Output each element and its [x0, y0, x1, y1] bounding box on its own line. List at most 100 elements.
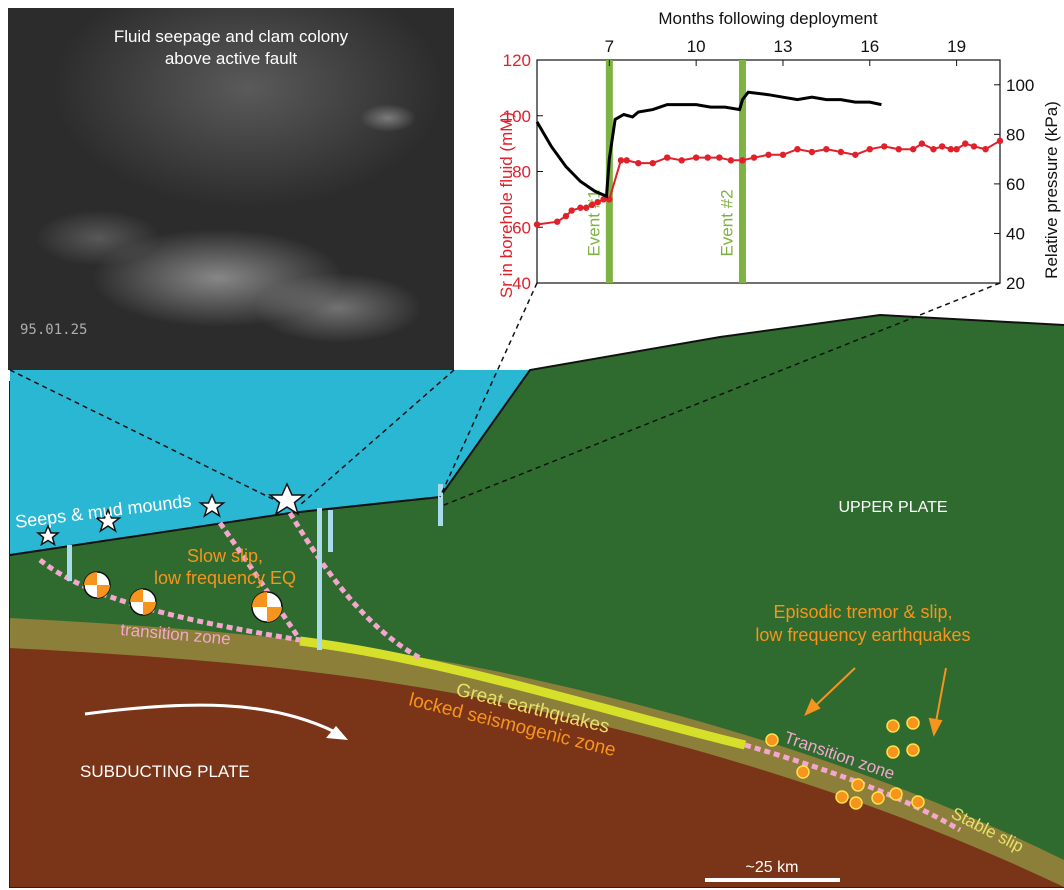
- sr-data-point: [765, 151, 772, 158]
- beachball-icon: [83, 571, 111, 599]
- tremor-dot: [796, 765, 810, 779]
- sr-data-point: [716, 154, 723, 161]
- sr-data-point: [554, 218, 561, 225]
- beachball-icon: [129, 588, 157, 616]
- chart-plot-area: [536, 59, 1001, 284]
- chart-connector-right: [443, 282, 1001, 506]
- arrow-icon: [928, 717, 943, 737]
- sr-data-point: [837, 148, 845, 156]
- sr-data-point: [739, 157, 746, 164]
- sr-data-point: [794, 146, 801, 153]
- sr-data-point: [938, 143, 946, 150]
- sr-data-point: [664, 154, 671, 161]
- tremor-dot: [886, 719, 900, 733]
- sr-data-point: [678, 157, 685, 164]
- sr-data-point: [895, 146, 902, 153]
- x-tick-label: 10: [687, 37, 706, 56]
- locked-zone: [299, 636, 747, 750]
- slow-slip-label-line2: low frequency EQ: [154, 568, 296, 588]
- photo-caption-line1: Fluid seepage and clam colony: [113, 27, 349, 46]
- sr-data-point: [750, 154, 758, 161]
- sr-data-point: [953, 146, 960, 153]
- arrow-icon: [326, 726, 348, 740]
- x-tick-label: 13: [774, 37, 793, 56]
- sr-data-point: [852, 151, 859, 158]
- left-tick-label: 100: [503, 107, 531, 126]
- sr-data-point: [779, 151, 787, 158]
- pressure-series-line: [535, 90, 882, 199]
- right-tick-label: 20: [1006, 274, 1025, 293]
- borehole-1: [67, 545, 72, 581]
- right-tick-label: 40: [1006, 224, 1025, 243]
- cross-section: UPPER PLATE SUBDUCTING PLATE Seeps & mud…: [9, 282, 1064, 888]
- tremor-dot: [889, 787, 903, 801]
- borehole-4: [438, 484, 443, 526]
- sr-data-point: [623, 157, 630, 164]
- tremor-dot: [835, 790, 849, 804]
- event-label: Event #2: [717, 189, 736, 256]
- upper-plate-label: UPPER PLATE: [838, 499, 947, 516]
- left-tick-label: 120: [503, 51, 531, 70]
- tremor-dot: [906, 743, 920, 757]
- photo-connector-right: [299, 369, 455, 506]
- sr-data-point: [930, 146, 937, 153]
- right-tick-label: 80: [1006, 125, 1025, 144]
- seafloor-photo: Fluid seepage and clam colony above acti…: [8, 8, 454, 370]
- sr-data-point: [947, 146, 955, 153]
- borehole-2: [317, 508, 322, 650]
- left-tick-label: 60: [512, 218, 531, 237]
- sr-data-point: [649, 159, 656, 167]
- event-bar: [738, 60, 746, 283]
- sr-data-point: [635, 159, 642, 167]
- sr-data-point: [982, 146, 989, 153]
- seep-star-icon: [94, 508, 122, 533]
- sr-data-point: [588, 201, 596, 209]
- x-tick-label: 7: [605, 37, 614, 56]
- splay-fault-2: [287, 511, 422, 661]
- sr-data-point: [909, 146, 917, 153]
- sr-data-point: [692, 154, 700, 161]
- tremor-dot: [871, 791, 885, 805]
- photo-caption-line2: above active fault: [164, 49, 298, 68]
- focal-mechanisms: [83, 571, 283, 623]
- sr-data-point: [970, 143, 978, 150]
- slow-slip-label-line1: Slow slip,: [187, 546, 263, 566]
- photo-date-stamp: 95.01.25: [20, 322, 88, 338]
- tremor-dot: [906, 716, 920, 730]
- tremor-events: [765, 716, 925, 810]
- seep-star-icon: [267, 482, 307, 516]
- ocean-water: [10, 370, 530, 555]
- subducting-plate-label: SUBDUCTING PLATE: [80, 762, 250, 781]
- tremor-label-line2: low frequency earthquakes: [755, 625, 970, 645]
- sr-data-point: [808, 148, 816, 156]
- sr-data-point: [562, 212, 570, 220]
- sr-data-point: [704, 154, 711, 161]
- chart-series: [533, 90, 1004, 228]
- sr-data-point: [617, 157, 625, 164]
- sr-data-point: [727, 157, 735, 164]
- tremor-label-line1: Episodic tremor & slip,: [773, 602, 952, 622]
- tremor-dot: [911, 795, 925, 809]
- sr-data-point: [533, 221, 541, 228]
- tremor-dot: [886, 745, 900, 759]
- sr-data-point: [996, 137, 1004, 145]
- tremor-dot: [849, 796, 863, 810]
- subducting-slab: [10, 648, 1064, 887]
- left-axis-label: Sr in borehole fluid (mM): [497, 112, 516, 298]
- sr-data-point: [568, 207, 575, 214]
- tremor-arrows: [804, 667, 947, 737]
- sr-data-point: [582, 204, 590, 211]
- sr-data-point: [594, 198, 601, 206]
- right-tick-label: 100: [1006, 76, 1034, 95]
- tremor-dot: [765, 733, 779, 747]
- scale-bar-label: ~25 km: [746, 859, 799, 876]
- sr-data-point: [881, 143, 888, 150]
- chart-x-axis-label: Months following deployment: [658, 9, 878, 28]
- sr-data-point: [962, 140, 969, 147]
- arrow-icon: [804, 698, 821, 716]
